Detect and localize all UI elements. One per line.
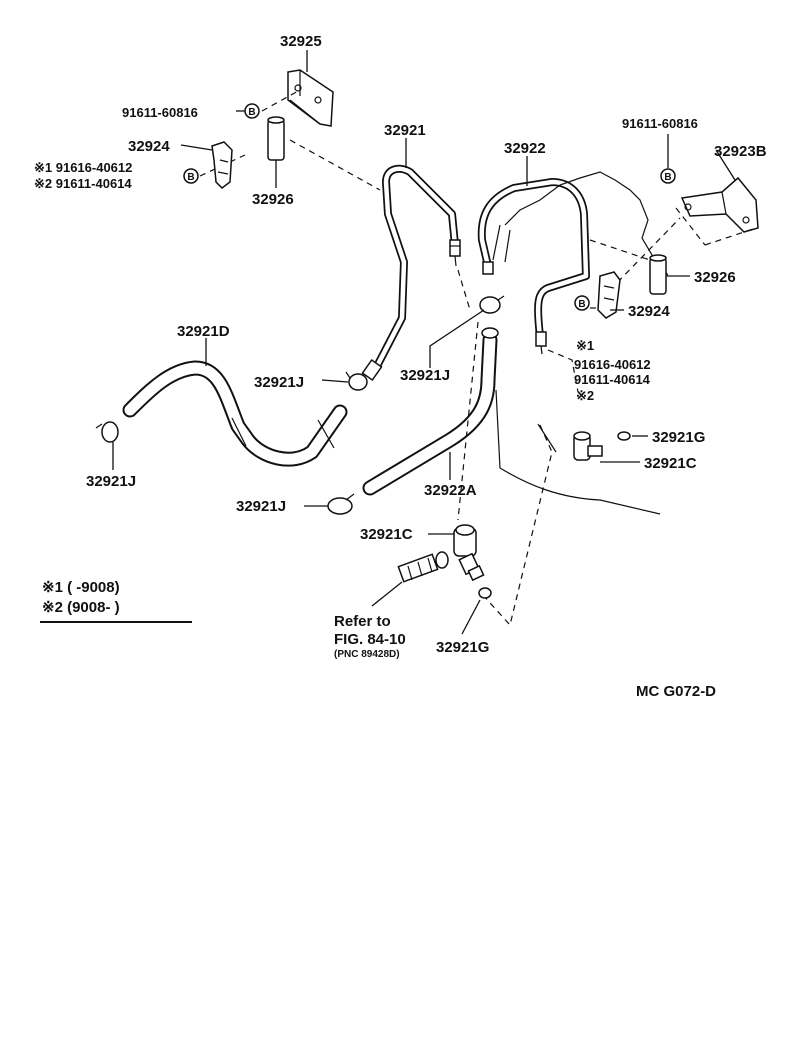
label-91611-60816-right: 91611-60816 <box>622 116 698 131</box>
oring-32921G-bottom[interactable] <box>478 587 492 599</box>
engine-outline <box>504 171 669 276</box>
bolt-b-right[interactable]: B <box>574 295 590 311</box>
fitting-32921C-right[interactable] <box>573 431 603 461</box>
svg-text:B: B <box>248 107 255 118</box>
svg-text:B: B <box>664 172 671 183</box>
bracket-32925[interactable] <box>287 69 334 127</box>
bolt-b-upper-right[interactable]: B <box>660 168 676 184</box>
clamp-32921J-d[interactable] <box>327 493 355 515</box>
label-32921G-right: 32921G <box>652 429 705 446</box>
clamp-32924-right[interactable] <box>597 271 621 319</box>
clamp-32921J-a[interactable] <box>95 421 119 443</box>
label-32921G-bottom: 32921G <box>436 639 489 656</box>
label-refer-line1: Refer to <box>334 613 391 630</box>
svg-text:B: B <box>578 299 585 310</box>
label-alt1-left: ※1 91616-40612 <box>34 160 132 175</box>
routing-dash-right <box>481 349 579 627</box>
label-32923B: 32923B <box>714 143 767 160</box>
label-91611-40614: 91611-40614 <box>574 372 651 387</box>
label-91616-40612: 91616-40612 <box>574 357 651 372</box>
spacer-32926-left[interactable] <box>267 116 285 161</box>
label-32921: 32921 <box>384 122 426 139</box>
label-32921D: 32921D <box>177 323 230 340</box>
label-91611-60816-left: 91611-60816 <box>122 105 198 120</box>
clamp-32921J-c[interactable] <box>479 295 505 314</box>
hose-32921D[interactable] <box>122 360 348 467</box>
label-refer-line3: (PNC 89428D) <box>334 649 400 660</box>
bracket-32923B[interactable] <box>680 176 759 233</box>
label-mark2: ※2 <box>576 388 594 403</box>
pipe-32921[interactable] <box>361 164 461 382</box>
engine-outline-left <box>492 224 511 263</box>
spacer-32926-right[interactable] <box>649 254 667 295</box>
label-32924-left: 32924 <box>128 138 170 155</box>
label-32921J-b: 32921J <box>254 374 304 391</box>
label-32921J-d: 32921J <box>236 498 286 515</box>
clamp-32921J-b[interactable] <box>345 371 368 391</box>
label-refer-line2: FIG. 84-10 <box>334 631 406 648</box>
label-alt2-left: ※2 91611-40614 <box>34 176 132 191</box>
bolt-b-left[interactable]: B <box>183 168 199 184</box>
sensor-switch[interactable] <box>397 551 449 583</box>
legend-row-2: ※2 (9008- ) <box>42 599 120 616</box>
body-outline <box>495 389 661 515</box>
legend-row-1: ※1 ( -9008) <box>42 579 120 596</box>
label-32924-right: 32924 <box>628 303 670 320</box>
label-32925: 32925 <box>280 33 322 50</box>
label-32921J-a: 32921J <box>86 473 136 490</box>
label-32926-left: 32926 <box>252 191 294 208</box>
hose-32922A[interactable] <box>362 327 499 496</box>
label-32922A: 32922A <box>424 482 477 499</box>
diagram-code: MC G072-D <box>636 683 716 700</box>
clamp-32924-left[interactable] <box>211 141 233 189</box>
label-32926-right: 32926 <box>694 269 736 286</box>
svg-text:B: B <box>187 172 194 183</box>
label-32921J-c: 32921J <box>400 367 450 384</box>
label-32922: 32922 <box>504 140 546 157</box>
label-mark1: ※1 <box>576 338 594 353</box>
legend: ※1 ( -9008) ※2 (9008- ) <box>40 579 192 623</box>
label-32921C-right: 32921C <box>644 455 697 472</box>
fitting-32921C-bottom[interactable] <box>453 524 485 582</box>
pipe-32922[interactable] <box>477 178 590 355</box>
label-32921C-bottom: 32921C <box>360 526 413 543</box>
bolt-b-upper-left[interactable]: B <box>244 103 260 119</box>
oring-32921G-right[interactable] <box>617 431 631 441</box>
